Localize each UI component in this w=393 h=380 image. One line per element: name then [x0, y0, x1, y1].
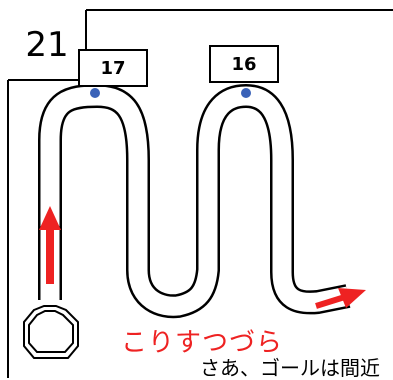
marker-dot-icon	[90, 88, 100, 98]
start-octagon-icon	[23, 305, 79, 359]
course-name: こりすつづら	[121, 328, 284, 358]
problem-number: 21	[25, 25, 69, 65]
marker-dot-icon	[241, 88, 251, 98]
goal-arrow-icon	[315, 288, 366, 309]
up-arrow-icon	[39, 206, 61, 284]
station-label-16: 16	[209, 45, 279, 83]
station-label-17: 17	[78, 49, 148, 87]
caption-text: さあ、ゴールは間近	[200, 356, 380, 380]
winding-course	[38, 84, 351, 319]
